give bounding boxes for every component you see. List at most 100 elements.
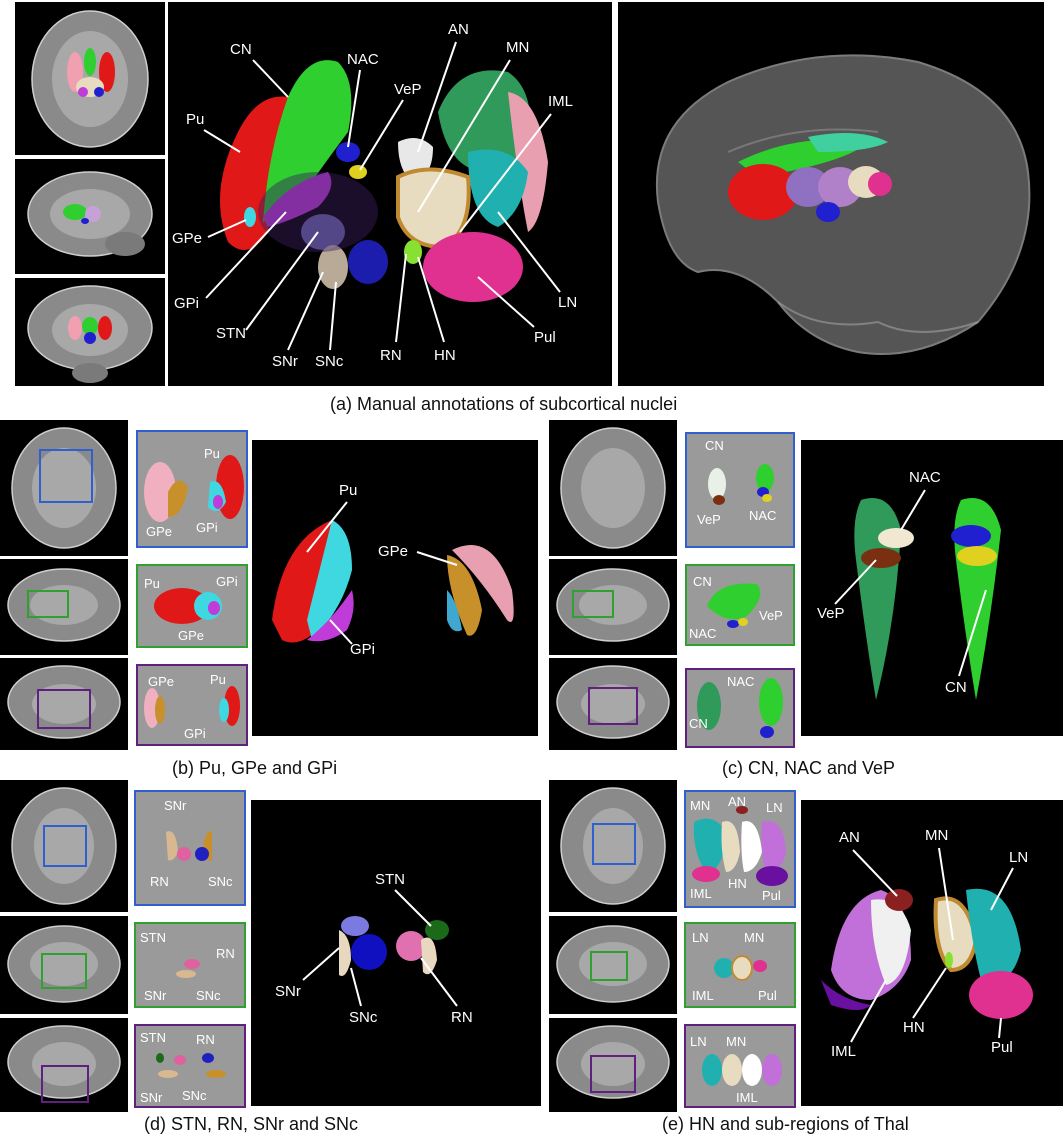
zoom-d-label-snr: SNr xyxy=(164,798,187,813)
label-mn: MN xyxy=(506,39,529,56)
shape-snc xyxy=(348,240,388,284)
panel-b-sagittal-slice xyxy=(0,559,128,655)
panel-d-coronal-slice xyxy=(0,1018,128,1112)
shape-vep xyxy=(349,165,367,179)
label-gpi: GPi xyxy=(174,295,199,312)
panel-b-zoom-sagittal: Pu GPi GPe xyxy=(136,564,248,648)
label-c-cn: CN xyxy=(945,679,967,696)
zoom-d-sag-label-stn: STN xyxy=(140,930,166,945)
panel-d-zoom-coronal: STN RN SNr SNc xyxy=(134,1024,246,1108)
zoom-d-sag-label-rn: RN xyxy=(216,946,235,961)
panel-d-zoom-sagittal: STN RN SNr SNc xyxy=(134,922,246,1008)
zoom-e-sag-label-mn: MN xyxy=(744,930,764,945)
panel-c-zoom-coronal: NAC CN xyxy=(685,668,795,748)
panel-c-coronal-slice xyxy=(549,658,677,750)
caption-c: (c) CN, NAC and VeP xyxy=(722,758,895,779)
zoom-b-label-gpe: GPe xyxy=(146,524,172,539)
caption-e: (e) HN and sub-regions of Thal xyxy=(662,1114,909,1135)
zoom-d-sag-label-snc: SNc xyxy=(196,988,221,1003)
label-c-nac: NAC xyxy=(909,469,941,486)
label-rn: RN xyxy=(380,347,402,364)
label-b-gpi: GPi xyxy=(350,641,375,658)
label-e-pul: Pul xyxy=(991,1039,1013,1056)
label-pul: Pul xyxy=(534,329,556,346)
panel-a-coronal-slice xyxy=(15,278,165,386)
zoom-d-cor-label-snc: SNc xyxy=(182,1088,207,1103)
zoom-e-sag-label-iml: IML xyxy=(692,988,714,1003)
panel-d-axial-slice xyxy=(0,780,128,912)
label-e-ln: LN xyxy=(1009,849,1028,866)
label-e-mn: MN xyxy=(925,827,948,844)
panel-a-axial-slice xyxy=(15,2,165,155)
zoom-c-label-cn: CN xyxy=(705,438,724,453)
label-c-vep: VeP xyxy=(817,605,845,622)
label-an: AN xyxy=(448,21,469,38)
panel-e-sagittal-slice xyxy=(549,916,677,1014)
label-snr: SNr xyxy=(272,353,298,370)
panel-e-coronal-slice xyxy=(549,1018,677,1112)
label-b-pu: Pu xyxy=(339,482,357,499)
panel-b-coronal-slice xyxy=(0,658,128,750)
zoom-d-sag-label-snr: SNr xyxy=(144,988,167,1003)
zoom-c-sag-label-cn: CN xyxy=(693,574,712,589)
zoom-e-cor-label-ln: LN xyxy=(690,1034,707,1049)
label-d-stn: STN xyxy=(375,871,405,888)
zoom-e-cor-label-iml: IML xyxy=(736,1090,758,1105)
zoom-c-cor-label-nac: NAC xyxy=(727,674,754,689)
panel-a-whole-brain-render xyxy=(618,2,1044,386)
zoom-d-cor-label-rn: RN xyxy=(196,1032,215,1047)
zoom-b-sag-label-gpi: GPi xyxy=(216,574,238,589)
zoom-e-label-an: AN xyxy=(728,794,746,809)
label-b-gpe: GPe xyxy=(378,543,408,560)
panel-a-sagittal-slice xyxy=(15,159,165,274)
zoom-b-cor-label-gpi: GPi xyxy=(184,726,206,741)
zoom-e-label-ln: LN xyxy=(766,800,783,815)
label-stn: STN xyxy=(216,325,246,342)
caption-d: (d) STN, RN, SNr and SNc xyxy=(144,1114,358,1135)
panel-e-zoom-coronal: LN MN IML xyxy=(684,1024,796,1108)
panel-c-3d-render: NAC VeP CN xyxy=(801,440,1063,736)
zoom-c-cor-label-cn: CN xyxy=(689,716,708,731)
label-iml: IML xyxy=(548,93,573,110)
shape-pul xyxy=(423,232,523,302)
zoom-e-label-mn: MN xyxy=(690,798,710,813)
panel-e-axial-slice xyxy=(549,780,677,912)
panel-c-zoom-sagittal: CN VeP NAC xyxy=(685,564,795,646)
zoom-c-label-vep: VeP xyxy=(697,512,721,527)
label-vep: VeP xyxy=(394,81,422,98)
zoom-b-label-gpi: GPi xyxy=(196,520,218,535)
label-e-hn: HN xyxy=(903,1019,925,1036)
panel-b-zoom-axial: Pu GPe GPi xyxy=(136,430,248,548)
zoom-b-sag-label-gpe: GPe xyxy=(178,628,204,643)
zoom-d-label-snc: SNc xyxy=(208,874,233,889)
zoom-d-label-rn: RN xyxy=(150,874,169,889)
panel-a-3d-render: CN NAC VeP Pu GPe GPi STN SNr SNc AN MN … xyxy=(168,2,612,386)
label-ln: LN xyxy=(558,294,577,311)
zoom-b-label-pu: Pu xyxy=(204,446,220,461)
panel-e-zoom-sagittal: LN MN IML Pul xyxy=(684,922,796,1008)
label-e-iml: IML xyxy=(831,1043,856,1060)
label-d-rn: RN xyxy=(451,1009,473,1026)
panel-e-zoom-axial: MN AN LN IML HN Pul xyxy=(684,790,796,908)
caption-b: (b) Pu, GPe and GPi xyxy=(172,758,337,779)
panel-c-sagittal-slice xyxy=(549,559,677,655)
panel-d-zoom-axial: SNr RN SNc xyxy=(134,790,246,906)
label-d-snr: SNr xyxy=(275,983,301,1000)
label-gpe: GPe xyxy=(172,230,202,247)
zoom-b-cor-label-gpe: GPe xyxy=(148,674,174,689)
panel-c-axial-slice xyxy=(549,420,677,556)
zoom-c-sag-label-nac: NAC xyxy=(689,626,716,641)
label-hn: HN xyxy=(434,347,456,364)
label-nac: NAC xyxy=(347,51,379,68)
panel-c-zoom-axial: CN VeP NAC xyxy=(685,432,795,548)
zoom-e-sag-label-ln: LN xyxy=(692,930,709,945)
label-cn: CN xyxy=(230,41,252,58)
zoom-e-label-pul: Pul xyxy=(762,888,781,903)
zoom-e-sag-label-pul: Pul xyxy=(758,988,777,1003)
zoom-e-label-hn: HN xyxy=(728,876,747,891)
panel-d-sagittal-slice xyxy=(0,916,128,1014)
label-snc: SNc xyxy=(315,353,344,370)
zoom-e-label-iml: IML xyxy=(690,886,712,901)
zoom-d-cor-label-stn: STN xyxy=(140,1030,166,1045)
shape-gpe xyxy=(244,207,256,227)
